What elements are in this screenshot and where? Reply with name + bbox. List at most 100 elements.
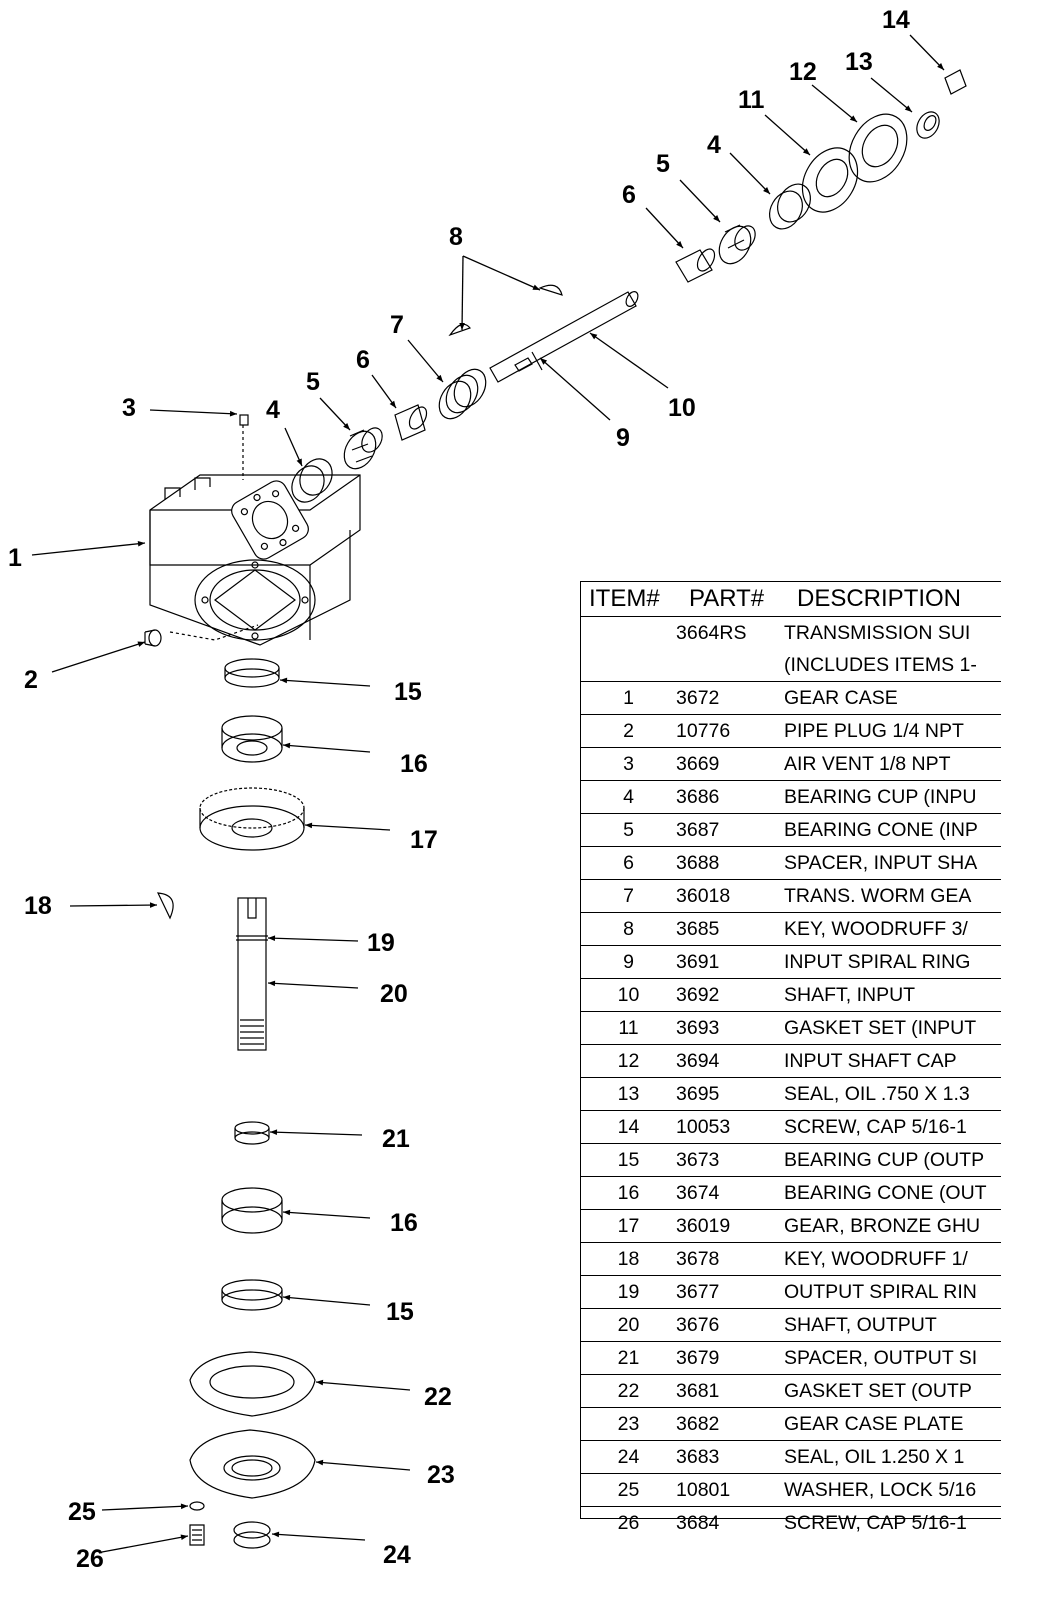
- woodruff-key-8: [448, 284, 563, 337]
- callout-18: 18: [24, 892, 52, 920]
- row-part: 10053: [676, 1115, 731, 1138]
- spacer-6-lower: [675, 248, 716, 283]
- row-item: 14: [617, 1115, 640, 1138]
- row-item: 9: [623, 950, 634, 973]
- gear-case-plate-23: [189, 1429, 316, 1499]
- callout-2: 2: [24, 666, 38, 694]
- woodruff-key-18: [157, 892, 174, 920]
- row-part: 3676: [676, 1313, 720, 1336]
- row-part: 3678: [676, 1247, 720, 1270]
- callout-15-lower: 15: [386, 1298, 414, 1326]
- exploded-parts-diagram: 1 2 3 4 5 6 7 8 9 10 6 5 4 11 12 13 14 1…: [8, 6, 967, 1573]
- row-item: 15: [617, 1148, 640, 1171]
- bearing-cone-16-lower: [221, 1187, 283, 1234]
- callout-16-upper: 16: [400, 750, 428, 778]
- callout-26: 26: [76, 1545, 104, 1573]
- callout-3: 3: [122, 394, 136, 422]
- row-part: 3693: [676, 1016, 720, 1039]
- lock-washer-25: [189, 1501, 205, 1511]
- row-description: KEY, WOODRUFF 3/: [784, 917, 968, 940]
- row-description: TRANS. WORM GEA: [784, 884, 972, 907]
- row-part: 3673: [676, 1148, 720, 1171]
- air-vent-drawing: [239, 414, 249, 480]
- leader-lines: [31, 34, 945, 1553]
- header-part: PART#: [689, 585, 765, 612]
- row-part: 3688: [676, 851, 720, 874]
- output-shaft-20: [236, 897, 268, 1051]
- row-part: 3695: [676, 1082, 720, 1105]
- row-description: GEAR CASE: [784, 686, 898, 709]
- row-item: 22: [617, 1379, 640, 1402]
- row-description: GASKET SET (OUTP: [784, 1379, 972, 1402]
- callout-10: 10: [668, 394, 696, 422]
- gear-case-drawing: [149, 474, 361, 646]
- callout-9: 9: [616, 424, 630, 452]
- callout-12: 12: [789, 58, 817, 86]
- row-part: 3684: [676, 1511, 720, 1534]
- table-row-assembly: 3664RS TRANSMISSION SUI (INCLUDES ITEMS …: [581, 617, 1001, 682]
- callout-25: 25: [68, 1498, 96, 1526]
- row-item: 10: [617, 983, 640, 1006]
- row-description: INPUT SHAFT CAP: [784, 1049, 957, 1072]
- row-item: 7: [623, 884, 634, 907]
- assembly-desc: TRANSMISSION SUI (INCLUDES ITEMS 1-: [784, 617, 1024, 681]
- row-item: 8: [623, 917, 634, 940]
- oil-seal-24: [233, 1521, 271, 1549]
- row-description: INPUT SPIRAL RING: [784, 950, 971, 973]
- row-part: 3685: [676, 917, 720, 940]
- row-item: 16: [617, 1181, 640, 1204]
- row-part: 3679: [676, 1346, 720, 1369]
- table-header: ITEM# PART# DESCRIPTION: [581, 582, 1001, 617]
- callout-5-upper: 5: [306, 368, 320, 396]
- row-part: 3682: [676, 1412, 720, 1435]
- bearing-cup-4-lower: [769, 183, 811, 230]
- row-item: 11: [618, 1016, 639, 1039]
- bearing-cone-5-lower: [718, 224, 756, 265]
- callout-7: 7: [390, 311, 404, 339]
- assembly-desc-line2: (INCLUDES ITEMS 1-: [784, 654, 977, 676]
- row-description: PIPE PLUG 1/4 NPT: [784, 719, 964, 742]
- row-part: 3674: [676, 1181, 720, 1204]
- row-description: SCREW, CAP 5/16-1: [784, 1115, 967, 1138]
- part-drawings: [144, 69, 967, 1549]
- callout-5-lower: 5: [656, 150, 670, 178]
- row-part: 3669: [676, 752, 720, 775]
- row-description: SCREW, CAP 5/16-1: [784, 1511, 967, 1534]
- callout-21: 21: [382, 1125, 410, 1153]
- row-item: 12: [617, 1049, 640, 1072]
- oil-seal-13: [916, 111, 940, 139]
- row-part: 10801: [676, 1478, 731, 1501]
- row-item: 23: [617, 1412, 640, 1435]
- header-item: ITEM#: [589, 585, 660, 612]
- bronze-gear-17: [199, 787, 305, 851]
- callout-14: 14: [882, 6, 910, 34]
- row-description: SPACER, OUTPUT SI: [784, 1346, 978, 1369]
- callout-20: 20: [380, 980, 408, 1008]
- cap-screw-14: [944, 69, 967, 95]
- row-part: 3687: [676, 818, 720, 841]
- callout-4-upper: 4: [266, 396, 280, 424]
- callout-11: 11: [738, 86, 765, 114]
- row-description: SEAL, OIL 1.250 X 1: [784, 1445, 965, 1468]
- row-description: SEAL, OIL .750 X 1.3: [784, 1082, 970, 1105]
- row-description: BEARING CUP (OUTP: [784, 1148, 985, 1171]
- row-description: SPACER, INPUT SHA: [784, 851, 978, 874]
- callout-1: 1: [8, 544, 22, 572]
- row-description: BEARING CUP (INPU: [784, 785, 977, 808]
- table-row: 15 3673 BEARING CUP (OUTP: [581, 1144, 1001, 1177]
